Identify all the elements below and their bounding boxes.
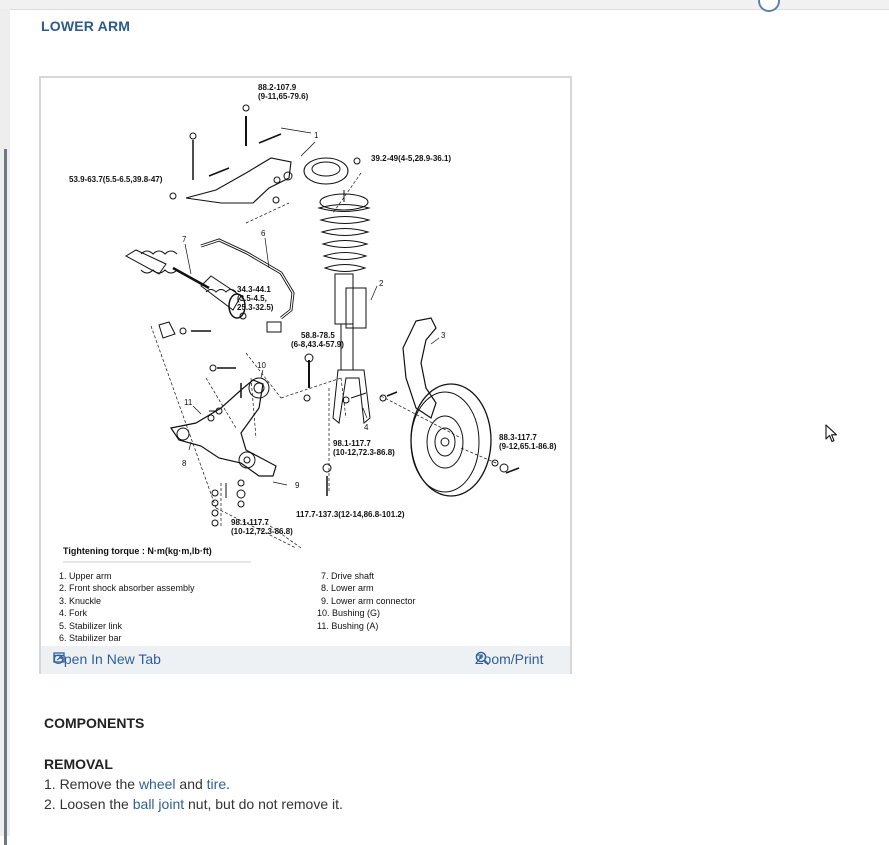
wheel-link[interactable]: wheel (138, 776, 176, 792)
callout-7: 7 (182, 235, 187, 244)
step-1: 1. Remove the wheel and tire. (44, 776, 230, 792)
front-suspension-exploded-diagram: 1 2 3 4 6 7 8 9 10 11 88.2-107.9 (9-11,6… (59, 83, 557, 643)
callout-4: 4 (364, 423, 369, 432)
legend-item-10: 10. Bushing (G) (317, 608, 380, 618)
torque-label-6a: 98.1-117.7 (333, 439, 371, 448)
callout-10: 10 (257, 361, 266, 370)
callout-3: 3 (441, 331, 446, 340)
tire-link[interactable]: tire (206, 776, 227, 792)
legend-item-11: 11. Bushing (A) (317, 621, 378, 631)
callout-6: 6 (261, 229, 266, 238)
page-title: LOWER ARM (41, 18, 131, 34)
legend-item-3: 3. Knuckle (59, 596, 101, 606)
mouse-pointer-icon (825, 424, 838, 443)
torque-label-2: 39.2-49(4-5,28.9-36.1) (371, 154, 451, 163)
torque-label-9b: (10-12,72.3-86.8) (231, 527, 293, 536)
torque-label-1a: 88.2-107.9 (258, 83, 297, 92)
torque-label-5a: 58.8-78.5 (301, 331, 335, 340)
step-2: 2. Loosen the ball joint nut, but do not… (44, 796, 343, 812)
tightening-torque-label: Tightening torque : N·m(kg·m,lb·ft) (63, 546, 212, 556)
torque-label-4a: 34.3-44.1 (237, 285, 271, 294)
zoom-in-icon (475, 651, 490, 666)
torque-label-1b: (9-11,65-79.6) (258, 92, 309, 101)
legend-item-5: 5. Stabilizer link (59, 621, 123, 631)
callout-2: 2 (379, 279, 384, 288)
step-1-suffix: . (226, 776, 231, 792)
legend-item-9: 9. Lower arm connector (321, 596, 416, 606)
left-scroll-rail (0, 9, 10, 845)
step-2-prefix: 2. Loosen the (44, 796, 133, 812)
top-toolbar (0, 0, 889, 12)
components-heading: COMPONENTS (44, 715, 145, 731)
legend-item-2: 2. Front shock absorber assembly (59, 583, 195, 593)
legend-item-7: 7. Drive shaft (321, 571, 375, 581)
callout-11: 11 (184, 398, 193, 407)
step-1-prefix: 1. Remove the (44, 776, 139, 792)
callout-9: 9 (295, 481, 300, 490)
torque-label-4c: 25.3-32.5) (237, 303, 274, 312)
open-in-new-tab-label: Open In New Tab (53, 651, 161, 667)
removal-heading: REMOVAL (44, 756, 113, 772)
step-2-suffix: nut, but do not remove it. (184, 796, 343, 812)
legend-item-1: 1. Upper arm (59, 571, 112, 581)
torque-label-4b: (3.5-4.5, (237, 294, 267, 303)
torque-label-6b: (10-12,72.3-86.8) (333, 448, 395, 457)
legend-item-6: 6. Stabilizer bar (59, 633, 122, 643)
torque-label-3: 53.9-63.7(5.5-6.5,39.8-47) (69, 175, 163, 184)
ball-joint-link[interactable]: ball joint (132, 796, 185, 812)
step-1-mid: and (175, 776, 207, 792)
torque-label-5b: (6-8,43.4-57.9) (291, 340, 344, 349)
legend-item-4: 4. Fork (59, 608, 88, 618)
component-diagram-figure: 1 2 3 4 6 7 8 9 10 11 88.2-107.9 (9-11,6… (39, 76, 572, 674)
torque-label-9a: 98.1-117.7 (231, 518, 269, 527)
legend-item-8: 8. Lower arm (321, 583, 374, 593)
open-new-tab-icon (53, 652, 65, 663)
callout-1: 1 (314, 131, 319, 140)
torque-label-7a: 88.3-117.7 (499, 433, 537, 442)
zoom-print-label: Zoom/Print (475, 651, 544, 667)
figure-footer: Open In New Tab Zoom/Print (41, 646, 570, 674)
open-in-new-tab-link[interactable]: Open In New Tab (53, 651, 161, 667)
toolbar-circle-icon[interactable] (758, 0, 780, 12)
left-scroll-indicator[interactable] (4, 149, 7, 845)
callout-8: 8 (182, 459, 187, 468)
zoom-print-link[interactable]: Zoom/Print (475, 651, 543, 667)
torque-label-7b: (9-12,65.1-86.8) (499, 442, 557, 451)
torque-label-8: 117.7-137.3(12-14,86.8-101.2) (296, 510, 405, 519)
